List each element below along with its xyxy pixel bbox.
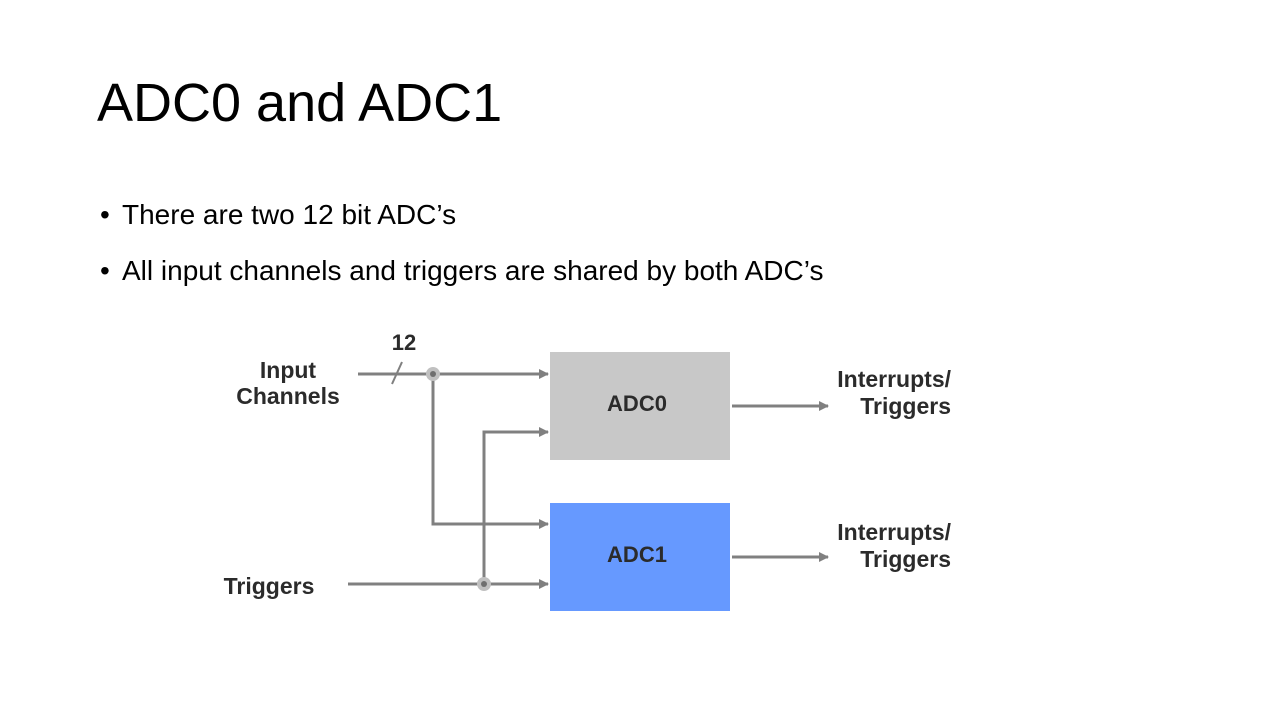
adc1-output-label-line1: Interrupts/ <box>837 519 951 545</box>
input-junction-core <box>430 371 436 377</box>
bullet-dot-icon: • <box>100 255 110 286</box>
input-channels-to-adc1-line <box>431 374 549 529</box>
adc1-output-label-line2: Triggers <box>860 546 951 572</box>
bullet-text: All input channels and triggers are shar… <box>122 255 824 286</box>
bus-width-slash <box>391 361 403 385</box>
adc1-label: ADC1 <box>607 542 667 567</box>
trigger-junction-core <box>481 581 487 587</box>
bullet-dot-icon: • <box>100 199 110 230</box>
adc0-output-label-line1: Interrupts/ <box>837 366 951 392</box>
slide-title: ADC0 and ADC1 <box>97 73 503 133</box>
bullet-item: • There are two 12 bit ADC’s <box>100 196 823 252</box>
triggers-label: Triggers <box>224 573 315 599</box>
triggers-to-adc0-line <box>482 427 549 584</box>
input-channels-label-line2: Channels <box>236 383 340 409</box>
bullet-text: There are two 12 bit ADC’s <box>122 199 457 230</box>
adc0-label: ADC0 <box>607 391 667 416</box>
adc1-block <box>550 503 730 611</box>
adc0-block <box>550 352 730 460</box>
bullet-list: • There are two 12 bit ADC’s • All input… <box>100 196 823 308</box>
adc0-output-label-line2: Triggers <box>860 393 951 419</box>
bus-width-label: 12 <box>392 330 416 355</box>
input-channels-label-line1: Input <box>260 357 317 383</box>
bullet-item: • All input channels and triggers are sh… <box>100 252 823 308</box>
